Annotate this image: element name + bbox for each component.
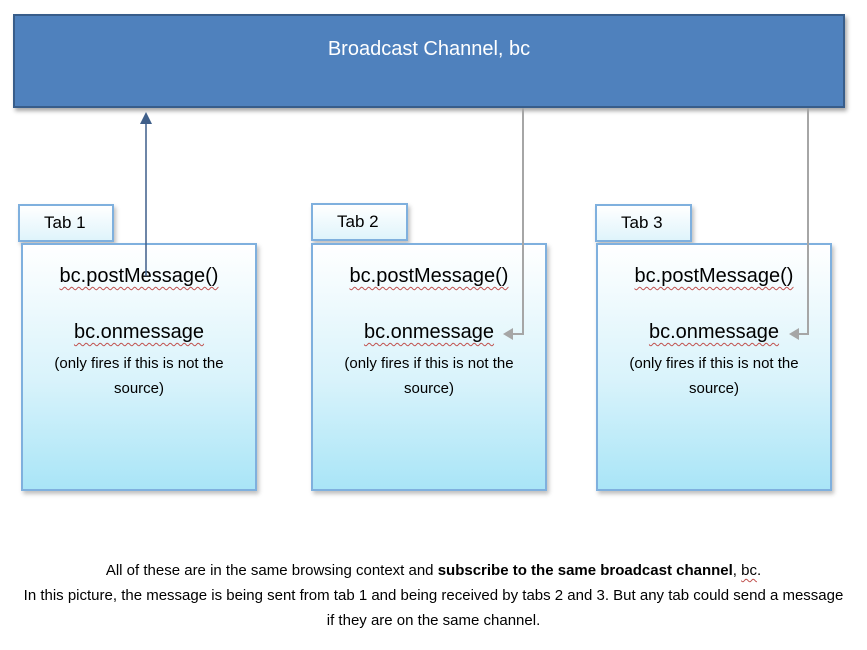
caption-text-a: All of these are in the same browsing co… bbox=[105, 562, 438, 579]
broadcast-channel-box: Broadcast Channel, bc bbox=[13, 14, 845, 108]
tab-2-label-box: Tab 2 bbox=[311, 203, 408, 241]
tab-3-label-box: Tab 3 bbox=[595, 204, 692, 242]
tab-3-post-message: bc.postMessage() bbox=[634, 265, 794, 287]
caption-channel-name: bc bbox=[741, 562, 757, 579]
tab-1-note: (only fires if this is not the source) bbox=[54, 355, 224, 397]
caption: All of these are in the same browsing co… bbox=[20, 558, 847, 633]
caption-text-b: , bbox=[732, 562, 742, 579]
receive-arrow-tab-3 bbox=[789, 108, 809, 340]
receive-arrow-tab-2 bbox=[503, 108, 524, 340]
tab-1-onmessage: bc.onmessage bbox=[73, 321, 205, 343]
tab-1-body: bc.postMessage() bc.onmessage (only fire… bbox=[21, 243, 257, 491]
tab-3-label: Tab 3 bbox=[621, 213, 663, 232]
caption-bold-text: subscribe to the same broadcast channel bbox=[437, 562, 733, 579]
tab-3-onmessage: bc.onmessage bbox=[648, 321, 780, 343]
caption-line-1: All of these are in the same browsing co… bbox=[20, 558, 847, 583]
caption-text-d: . bbox=[756, 562, 762, 579]
tab-2-body: bc.postMessage() bc.onmessage (only fire… bbox=[311, 243, 547, 491]
tab-1-post-message: bc.postMessage() bbox=[59, 265, 219, 287]
tab-1-label: Tab 1 bbox=[44, 213, 86, 232]
tab-3-body: bc.postMessage() bc.onmessage (only fire… bbox=[596, 243, 832, 491]
caption-line-2: In this picture, the message is being se… bbox=[23, 587, 844, 629]
tab-2-onmessage: bc.onmessage bbox=[363, 321, 495, 343]
tab-3-note: (only fires if this is not the source) bbox=[629, 355, 799, 397]
tab-2-note: (only fires if this is not the source) bbox=[344, 355, 514, 397]
tab-2-post-message: bc.postMessage() bbox=[349, 265, 509, 287]
tab-1-label-box: Tab 1 bbox=[18, 204, 114, 242]
channel-title: Broadcast Channel, bc bbox=[327, 37, 531, 60]
tab-2-label: Tab 2 bbox=[337, 212, 379, 231]
send-arrow bbox=[140, 112, 152, 276]
